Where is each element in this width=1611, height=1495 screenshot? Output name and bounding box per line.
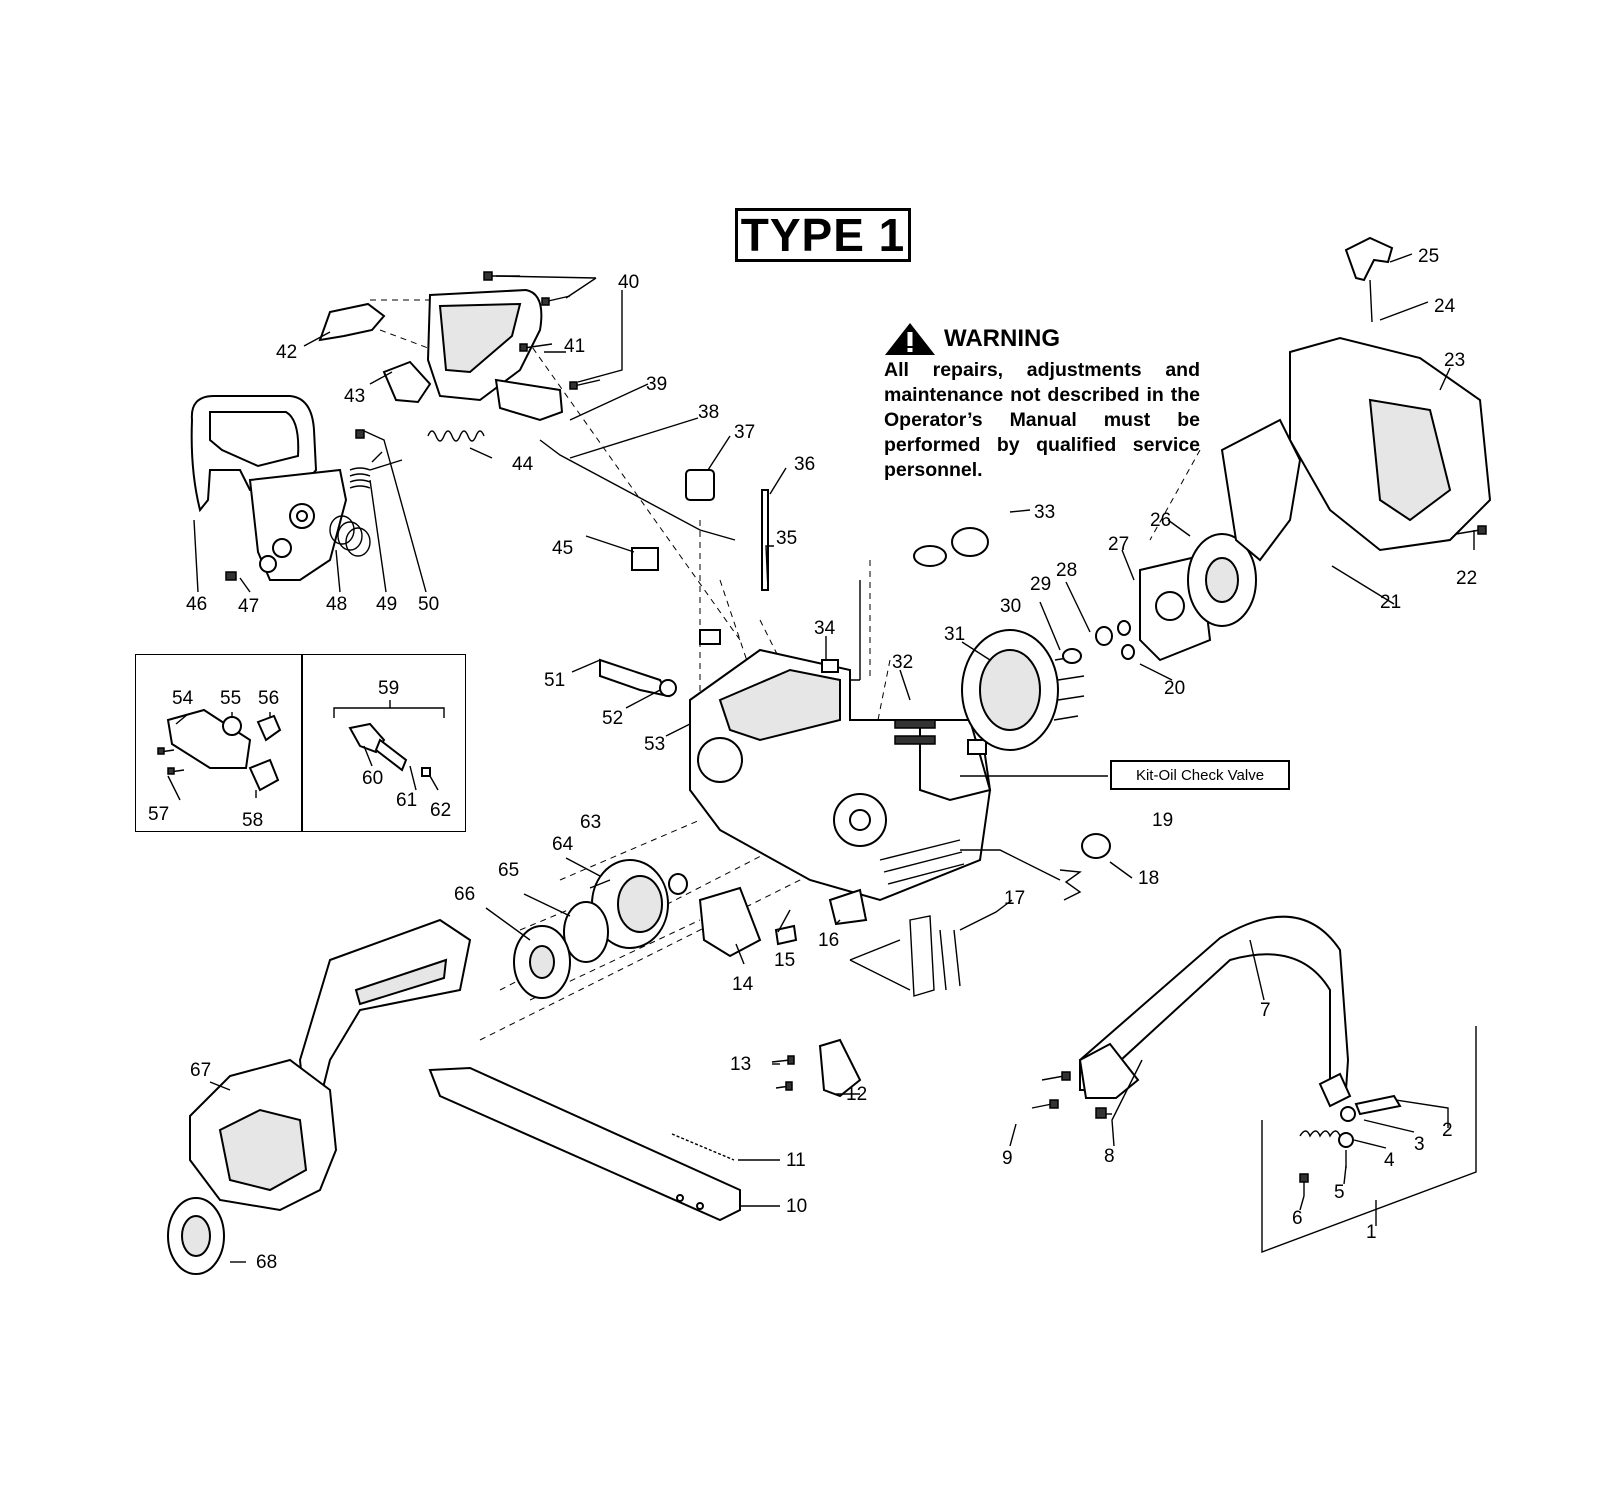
callout-66: 66	[454, 884, 475, 905]
callout-15: 15	[774, 950, 795, 971]
callout-39: 39	[646, 374, 667, 395]
callout-7: 7	[1260, 1000, 1271, 1021]
callout-57: 57	[148, 804, 169, 825]
inset-oil-pump-parts	[157, 707, 445, 792]
callout-28: 28	[1056, 560, 1077, 581]
callout-40: 40	[618, 272, 639, 293]
callout-36: 36	[794, 454, 815, 475]
callout-30: 30	[1000, 596, 1021, 617]
warning-header: WARNING	[884, 322, 1200, 356]
inset-panel	[135, 654, 466, 832]
callout-24: 24	[1434, 296, 1456, 317]
callout-48: 48	[326, 594, 347, 615]
callout-17: 17	[1004, 888, 1025, 909]
callout-14: 14	[732, 974, 754, 995]
callout-numbers: 1 2 3 4 5 6 7 8 9 10 11 12 13 14 15 16 1…	[148, 246, 1477, 1273]
callout-63: 63	[580, 812, 601, 833]
callout-68: 68	[256, 1252, 277, 1273]
callout-29: 29	[1030, 574, 1051, 595]
clutch-cover-part	[167, 918, 472, 1275]
warning-text: All repairs, adjustments and maintenance…	[884, 359, 1200, 481]
flywheel-starter-parts	[913, 527, 1257, 751]
warning-title: WARNING	[944, 325, 1060, 352]
callout-2: 2	[1442, 1120, 1453, 1141]
callout-52: 52	[602, 708, 623, 729]
leader-lines	[167, 253, 1475, 1263]
callout-27: 27	[1108, 534, 1129, 555]
callout-45: 45	[552, 538, 573, 559]
inset-divider	[301, 654, 303, 832]
callout-12: 12	[846, 1084, 867, 1105]
top-handle-part	[318, 271, 601, 422]
guide-bar-chain-parts	[428, 1038, 862, 1222]
callout-1: 1	[1366, 1222, 1377, 1243]
callout-11: 11	[786, 1150, 806, 1171]
callout-26: 26	[1150, 510, 1171, 531]
callout-13: 13	[730, 1054, 751, 1075]
crankcase-body-part	[599, 648, 992, 926]
callout-9: 9	[1002, 1148, 1013, 1169]
callout-61: 61	[396, 790, 417, 811]
callout-35: 35	[776, 528, 797, 549]
callout-34: 34	[814, 618, 836, 639]
callout-64: 64	[552, 834, 574, 855]
callout-38: 38	[698, 402, 719, 423]
callout-33: 33	[1034, 502, 1055, 523]
callout-22: 22	[1456, 568, 1477, 589]
callout-65: 65	[498, 860, 519, 881]
callout-31: 31	[944, 624, 965, 645]
callout-10: 10	[786, 1196, 807, 1217]
callout-6: 6	[1292, 1208, 1303, 1229]
callout-67: 67	[190, 1060, 211, 1081]
callout-58: 58	[242, 810, 263, 831]
callout-53: 53	[644, 734, 665, 755]
callout-43: 43	[344, 386, 365, 407]
callout-44: 44	[512, 454, 534, 475]
callout-41: 41	[564, 336, 585, 357]
callout-59: 59	[378, 678, 399, 699]
callout-46: 46	[186, 594, 207, 615]
starter-cover-part	[1220, 236, 1492, 562]
callout-54: 54	[172, 688, 194, 709]
callout-3: 3	[1414, 1134, 1425, 1155]
title-text: TYPE 1	[740, 209, 906, 261]
front-handle-part	[1031, 915, 1477, 1254]
callout-4: 4	[1384, 1150, 1395, 1171]
callout-23: 23	[1444, 350, 1465, 371]
callout-47: 47	[238, 596, 259, 617]
callout-60: 60	[362, 768, 383, 789]
callout-37: 37	[734, 422, 755, 443]
callout-8: 8	[1104, 1146, 1115, 1167]
callout-25: 25	[1418, 246, 1439, 267]
clutch-parts	[513, 859, 961, 999]
kit-oil-check-valve-label: Kit-Oil Check Valve	[1110, 760, 1290, 790]
callout-18: 18	[1138, 868, 1159, 889]
callout-62: 62	[430, 800, 451, 821]
rear-handle-part	[190, 395, 348, 581]
callout-16: 16	[818, 930, 839, 951]
callout-42: 42	[276, 342, 297, 363]
callout-32: 32	[892, 652, 913, 673]
callout-49: 49	[376, 594, 397, 615]
oil-check-valve-parts	[960, 833, 1111, 901]
warning-notice: WARNING All repairs, adjustments and mai…	[884, 322, 1200, 483]
throttle-cable-parts	[539, 439, 769, 645]
callout-21: 21	[1380, 592, 1401, 613]
callout-5: 5	[1334, 1182, 1345, 1203]
diagram-type-title: TYPE 1	[735, 208, 911, 262]
spring-parts	[225, 429, 485, 581]
callout-20: 20	[1164, 678, 1185, 699]
callout-51: 51	[544, 670, 565, 691]
assembly-guide-lines	[370, 299, 1201, 1041]
callout-55: 55	[220, 688, 241, 709]
warning-triangle-icon	[885, 323, 935, 355]
callout-56: 56	[258, 688, 279, 709]
callout-19: 19	[1152, 810, 1173, 831]
callout-50: 50	[418, 594, 439, 615]
